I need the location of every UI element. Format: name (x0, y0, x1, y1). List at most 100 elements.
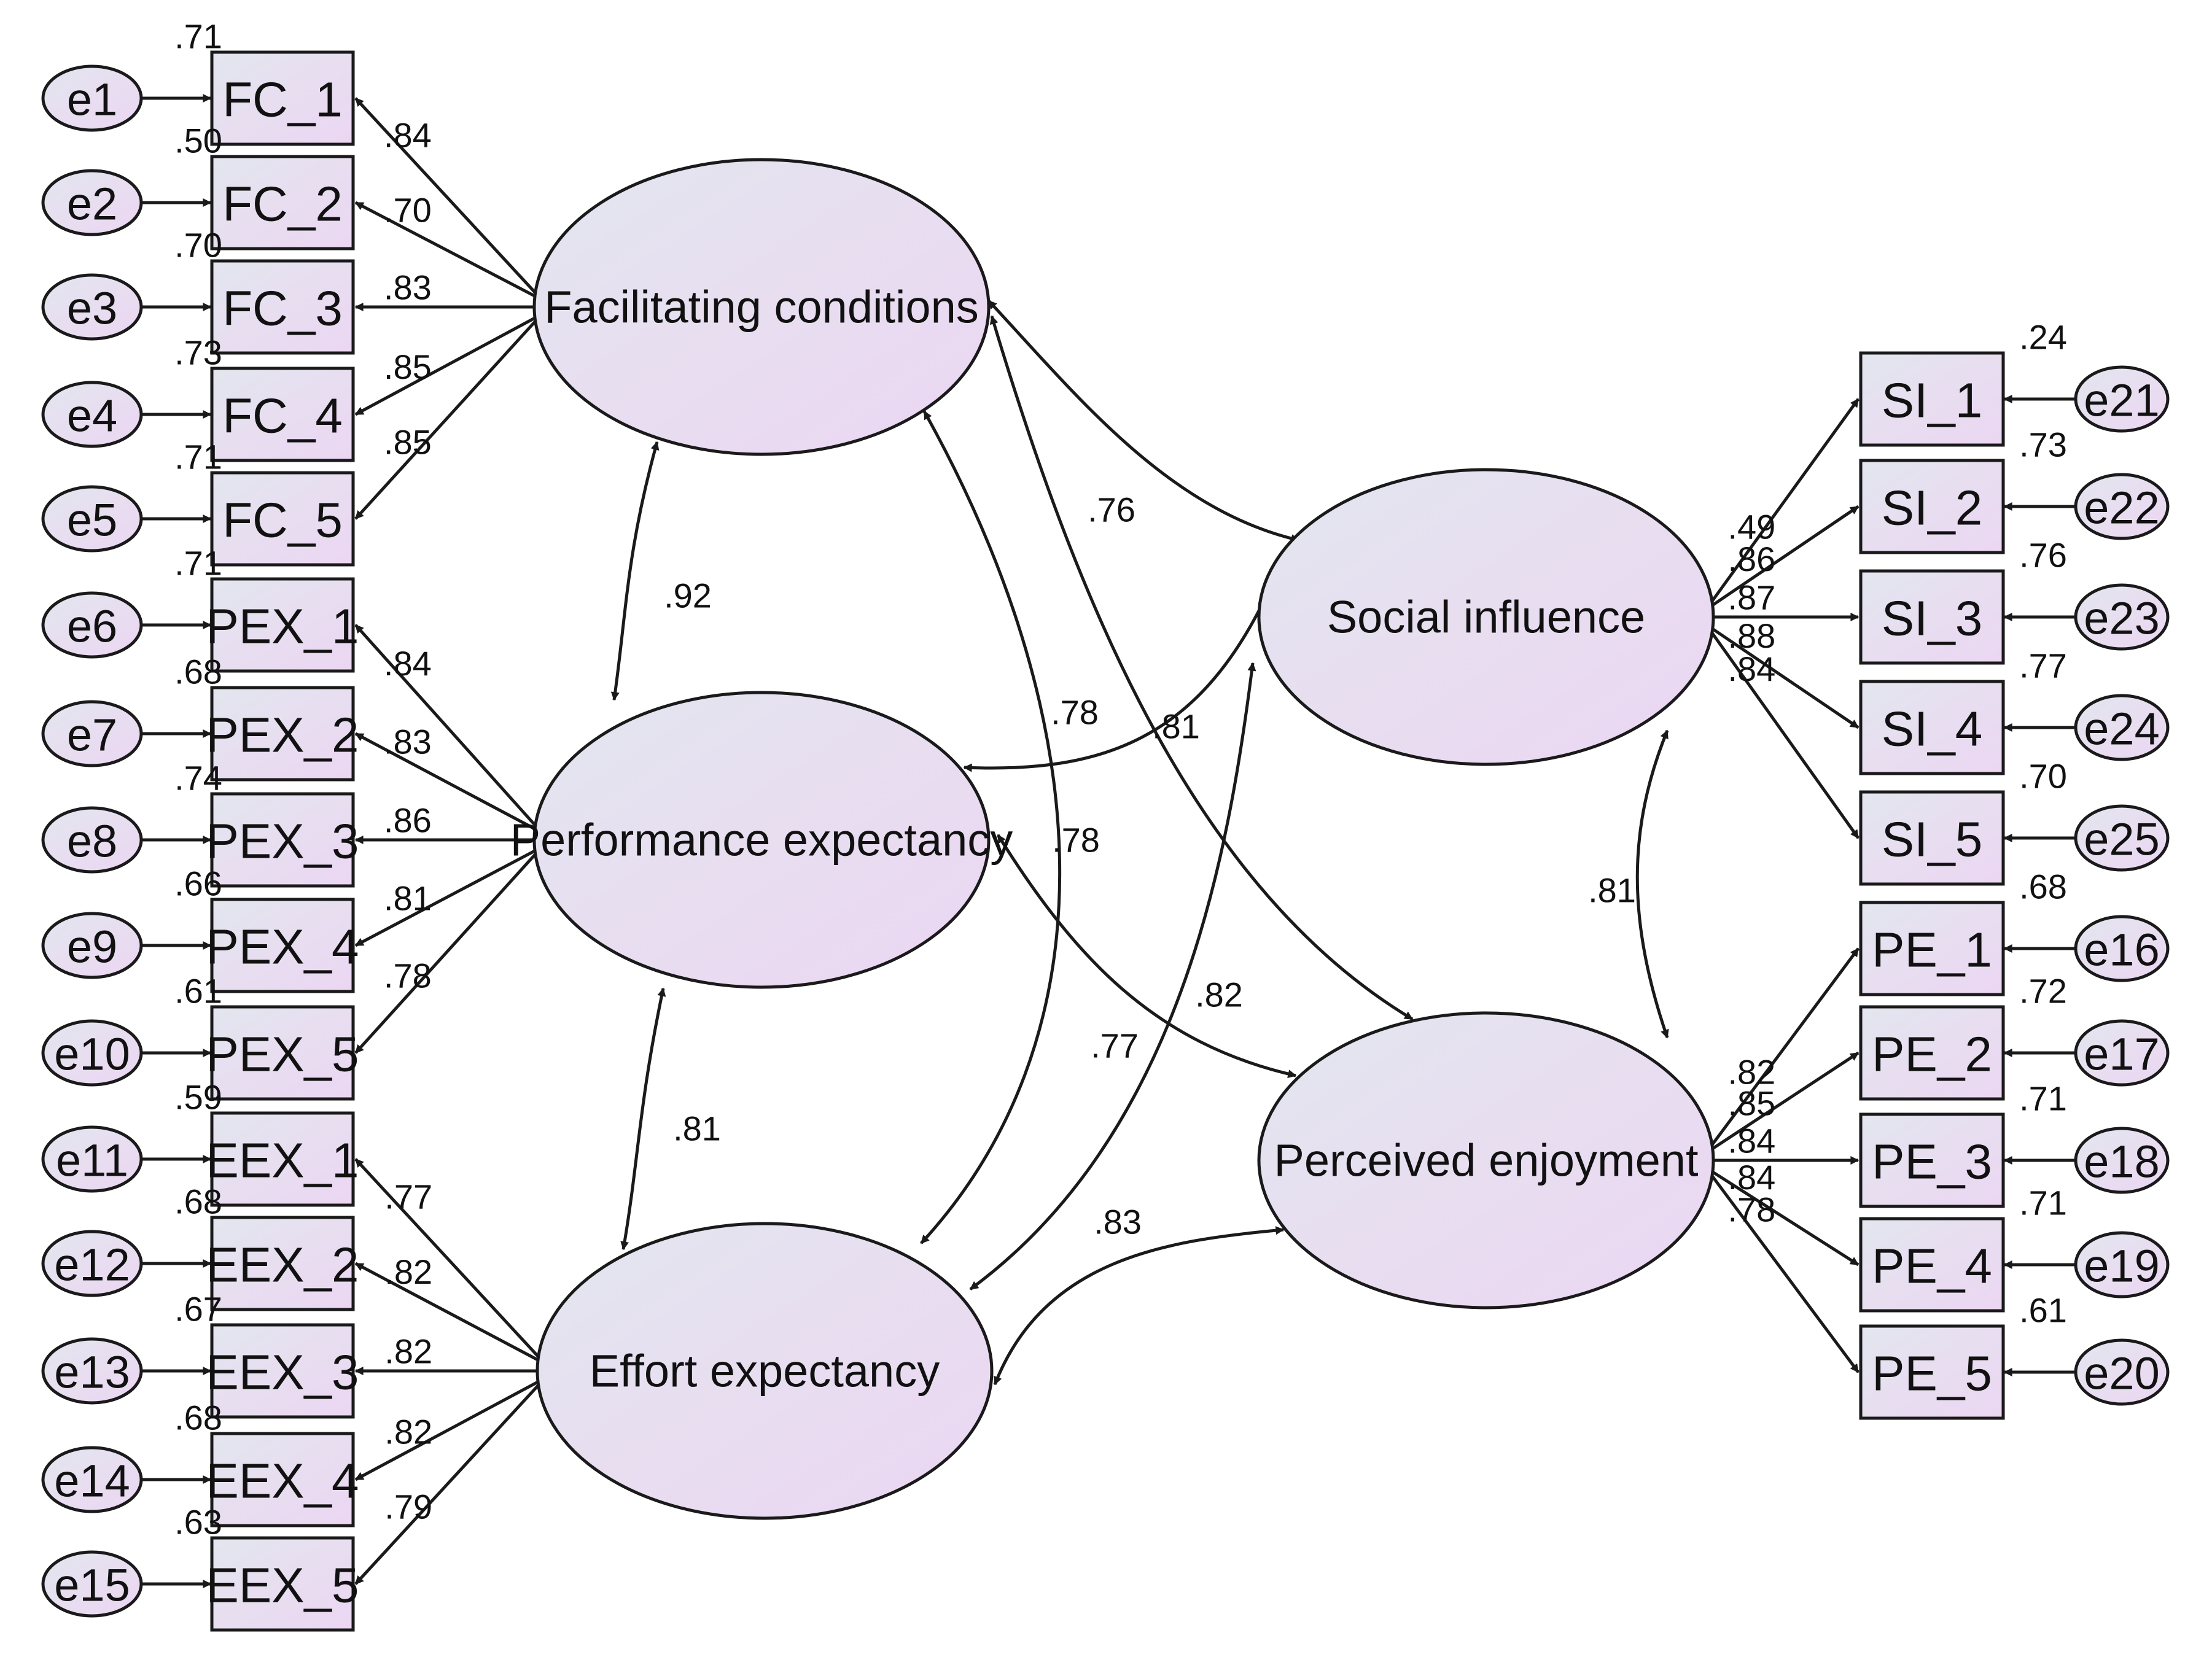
indicator-label: FC_1 (222, 72, 343, 127)
loading-label: .70 (384, 191, 432, 230)
loading-label: .81 (384, 879, 432, 918)
loading-path-FC_4 (354, 312, 543, 416)
error-label: e24 (2084, 704, 2159, 755)
loading-label: .86 (1727, 540, 1775, 578)
error-label: e8 (67, 816, 117, 867)
r-squared-label: .68 (174, 653, 222, 691)
indicator-SI_4 (1859, 680, 2005, 775)
loading-label: .85 (1727, 1084, 1775, 1123)
indicator-SI_1 (1859, 351, 2005, 447)
latent-label: Effort expectancy (590, 1346, 940, 1397)
loading-path-PE_2 (1705, 1051, 1860, 1155)
indicator-SI_5 (1859, 790, 2005, 886)
loading-path-PEX_5 (354, 846, 543, 1054)
error-e22 (2074, 473, 2170, 540)
indicator-EEX_1 (210, 1111, 355, 1207)
r-squared-label: .61 (174, 972, 222, 1011)
error-e20 (2074, 1338, 2170, 1406)
error-label: e15 (54, 1560, 130, 1611)
error-label: e22 (2084, 483, 2159, 534)
latent-SI (1257, 468, 1715, 766)
correlation-label: .77 (1091, 1027, 1139, 1065)
indicator-PE_4 (1859, 1217, 2005, 1313)
indicator-label: EEX_3 (206, 1345, 359, 1400)
loading-path-EEX_2 (354, 1262, 546, 1365)
correlation-FC-PEX (610, 441, 660, 701)
indicator-label: EEX_2 (206, 1238, 359, 1292)
indicator-SI_2 (1859, 459, 2005, 554)
r-squared-label: .71 (174, 544, 222, 583)
r-squared-label: .77 (2019, 646, 2067, 685)
correlation-label: .81 (673, 1109, 721, 1148)
r-squared-label: .68 (174, 1399, 222, 1437)
indicator-PE_2 (1859, 1005, 2005, 1101)
loading-path-PEX_1 (354, 624, 543, 834)
correlation-PEX-PE (996, 834, 1297, 1079)
loading-path-PE_5 (1704, 1166, 1860, 1373)
indicator-label: SI_5 (1882, 812, 1983, 867)
error-e4 (41, 381, 143, 448)
r-squared-label: .74 (174, 759, 222, 798)
r-squared-label: .71 (2019, 1184, 2067, 1222)
r-squared-label: .71 (2019, 1079, 2067, 1118)
error-label: e10 (54, 1029, 130, 1080)
indicator-PEX_5 (210, 1005, 355, 1101)
error-e6 (41, 591, 143, 659)
error-label: e25 (2084, 814, 2159, 865)
error-label: e18 (2084, 1136, 2159, 1187)
indicator-label: SI_4 (1882, 702, 1983, 756)
error-e14 (41, 1446, 143, 1513)
loading-label: .83 (384, 268, 432, 307)
r-squared-label: .50 (174, 122, 222, 160)
indicator-PE_1 (1859, 901, 2005, 996)
correlation-PEX-SI (963, 597, 1267, 772)
r-squared-label: .59 (174, 1078, 222, 1117)
latent-label: Perceived enjoyment (1274, 1135, 1698, 1186)
error-e7 (41, 700, 143, 767)
error-e5 (41, 485, 143, 553)
error-e24 (2074, 694, 2170, 761)
r-squared-label: .68 (174, 1182, 222, 1221)
error-e15 (41, 1550, 143, 1618)
loading-path-EEX_4 (354, 1376, 546, 1481)
loading-path-PEX_4 (354, 845, 543, 947)
loading-path-PE_1 (1704, 947, 1860, 1154)
indicator-FC_2 (210, 155, 355, 250)
loading-path-FC_2 (354, 201, 543, 301)
error-e11 (41, 1125, 143, 1193)
indicator-PEX_4 (210, 898, 355, 993)
indicator-PE_5 (1859, 1324, 2005, 1420)
labels-layer: .84.70.83.85.85.84.83.86.81.78.77.82.82.… (54, 17, 2159, 1613)
error-label: e21 (2084, 375, 2159, 426)
loading-label: .86 (384, 801, 432, 840)
indicator-label: FC_4 (222, 389, 343, 443)
correlation-label: .76 (1088, 491, 1135, 529)
correlation-label: .81 (1588, 871, 1636, 910)
correlation-SI-PE (1635, 729, 1669, 1039)
correlation-label: .81 (1152, 707, 1200, 746)
loading-label: .84 (1727, 650, 1775, 688)
latent-label: Social influence (1327, 592, 1645, 643)
loading-label: .84 (1727, 1158, 1775, 1197)
loading-label: .49 (1727, 508, 1775, 546)
r-squared-label: .76 (2019, 536, 2067, 575)
error-e17 (2074, 1019, 2170, 1087)
error-e13 (41, 1337, 143, 1405)
indicator-FC_1 (210, 50, 355, 146)
loading-label: .84 (1727, 1122, 1775, 1160)
indicator-PEX_1 (210, 577, 355, 673)
loading-label: .77 (384, 1178, 432, 1216)
error-label: e7 (67, 710, 117, 761)
error-e12 (41, 1230, 143, 1297)
loading-label: .82 (1727, 1053, 1775, 1092)
error-label: e11 (56, 1135, 128, 1186)
error-e16 (2074, 915, 2170, 982)
correlation-EEX-SI (969, 662, 1256, 1291)
r-squared-label: .61 (2019, 1291, 2067, 1330)
indicator-PEX_3 (210, 792, 355, 888)
error-label: e2 (67, 179, 117, 230)
loading-label: .83 (384, 723, 432, 761)
error-e23 (2074, 583, 2170, 651)
error-label: e17 (2084, 1029, 2159, 1080)
